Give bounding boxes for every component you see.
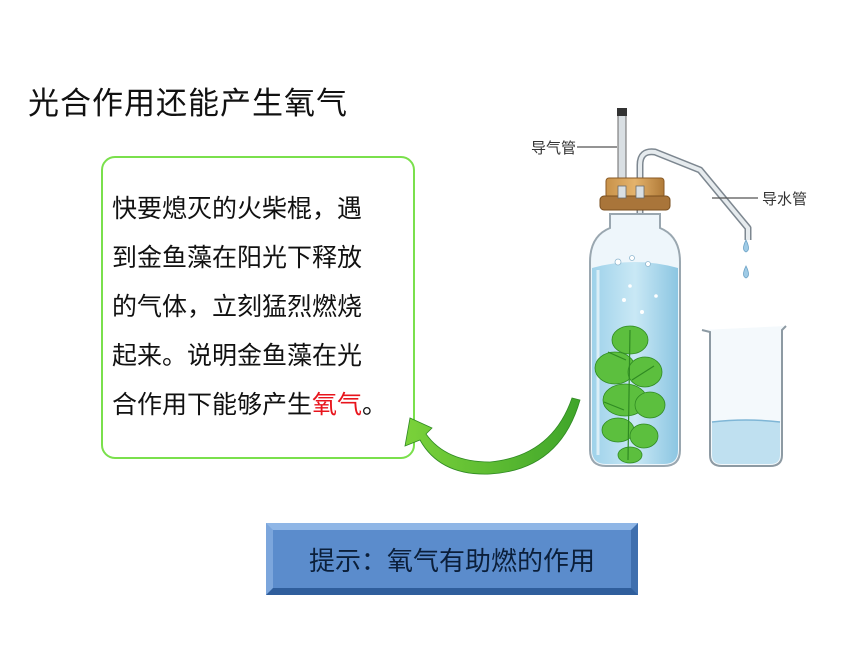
curved-arrow-icon <box>404 397 581 475</box>
callout-line-suffix: 。 <box>362 390 388 419</box>
callout-line: 合作用下能够产生氧气。 <box>112 380 412 429</box>
explanation-text: 快要熄灭的火柴棍，遇 到金鱼藻在阳光下释放 的气体，立刻猛烈燃烧 起来。说明金鱼… <box>112 184 412 429</box>
explanation-callout <box>101 156 415 459</box>
water-tube <box>636 148 758 320</box>
water-drop-icon <box>743 265 749 279</box>
water-tube-label: 导水管 <box>762 190 807 208</box>
callout-line: 快要熄灭的火柴棍，遇 <box>112 194 363 223</box>
water-drop-icon <box>743 239 749 253</box>
callout-line: 到金鱼藻在阳光下释放 <box>112 243 363 272</box>
hint-text: 提示：氧气有助燃的作用 <box>308 546 595 577</box>
callout-line: 的气体，立刻猛烈燃烧 <box>112 292 363 321</box>
gas-tube-label: 导气管 <box>531 139 576 157</box>
cork <box>599 177 671 211</box>
callout-line-prefix: 合作用下能够产生 <box>112 390 313 419</box>
oxygen-highlight: 氧气 <box>312 390 363 419</box>
hint-box: 提示：氧气有助燃的作用 <box>266 523 638 595</box>
page-title: 光合作用还能产生氧气 <box>28 86 348 122</box>
callout-line: 起来。说明金鱼藻在光 <box>112 341 363 370</box>
beaker <box>701 325 787 467</box>
